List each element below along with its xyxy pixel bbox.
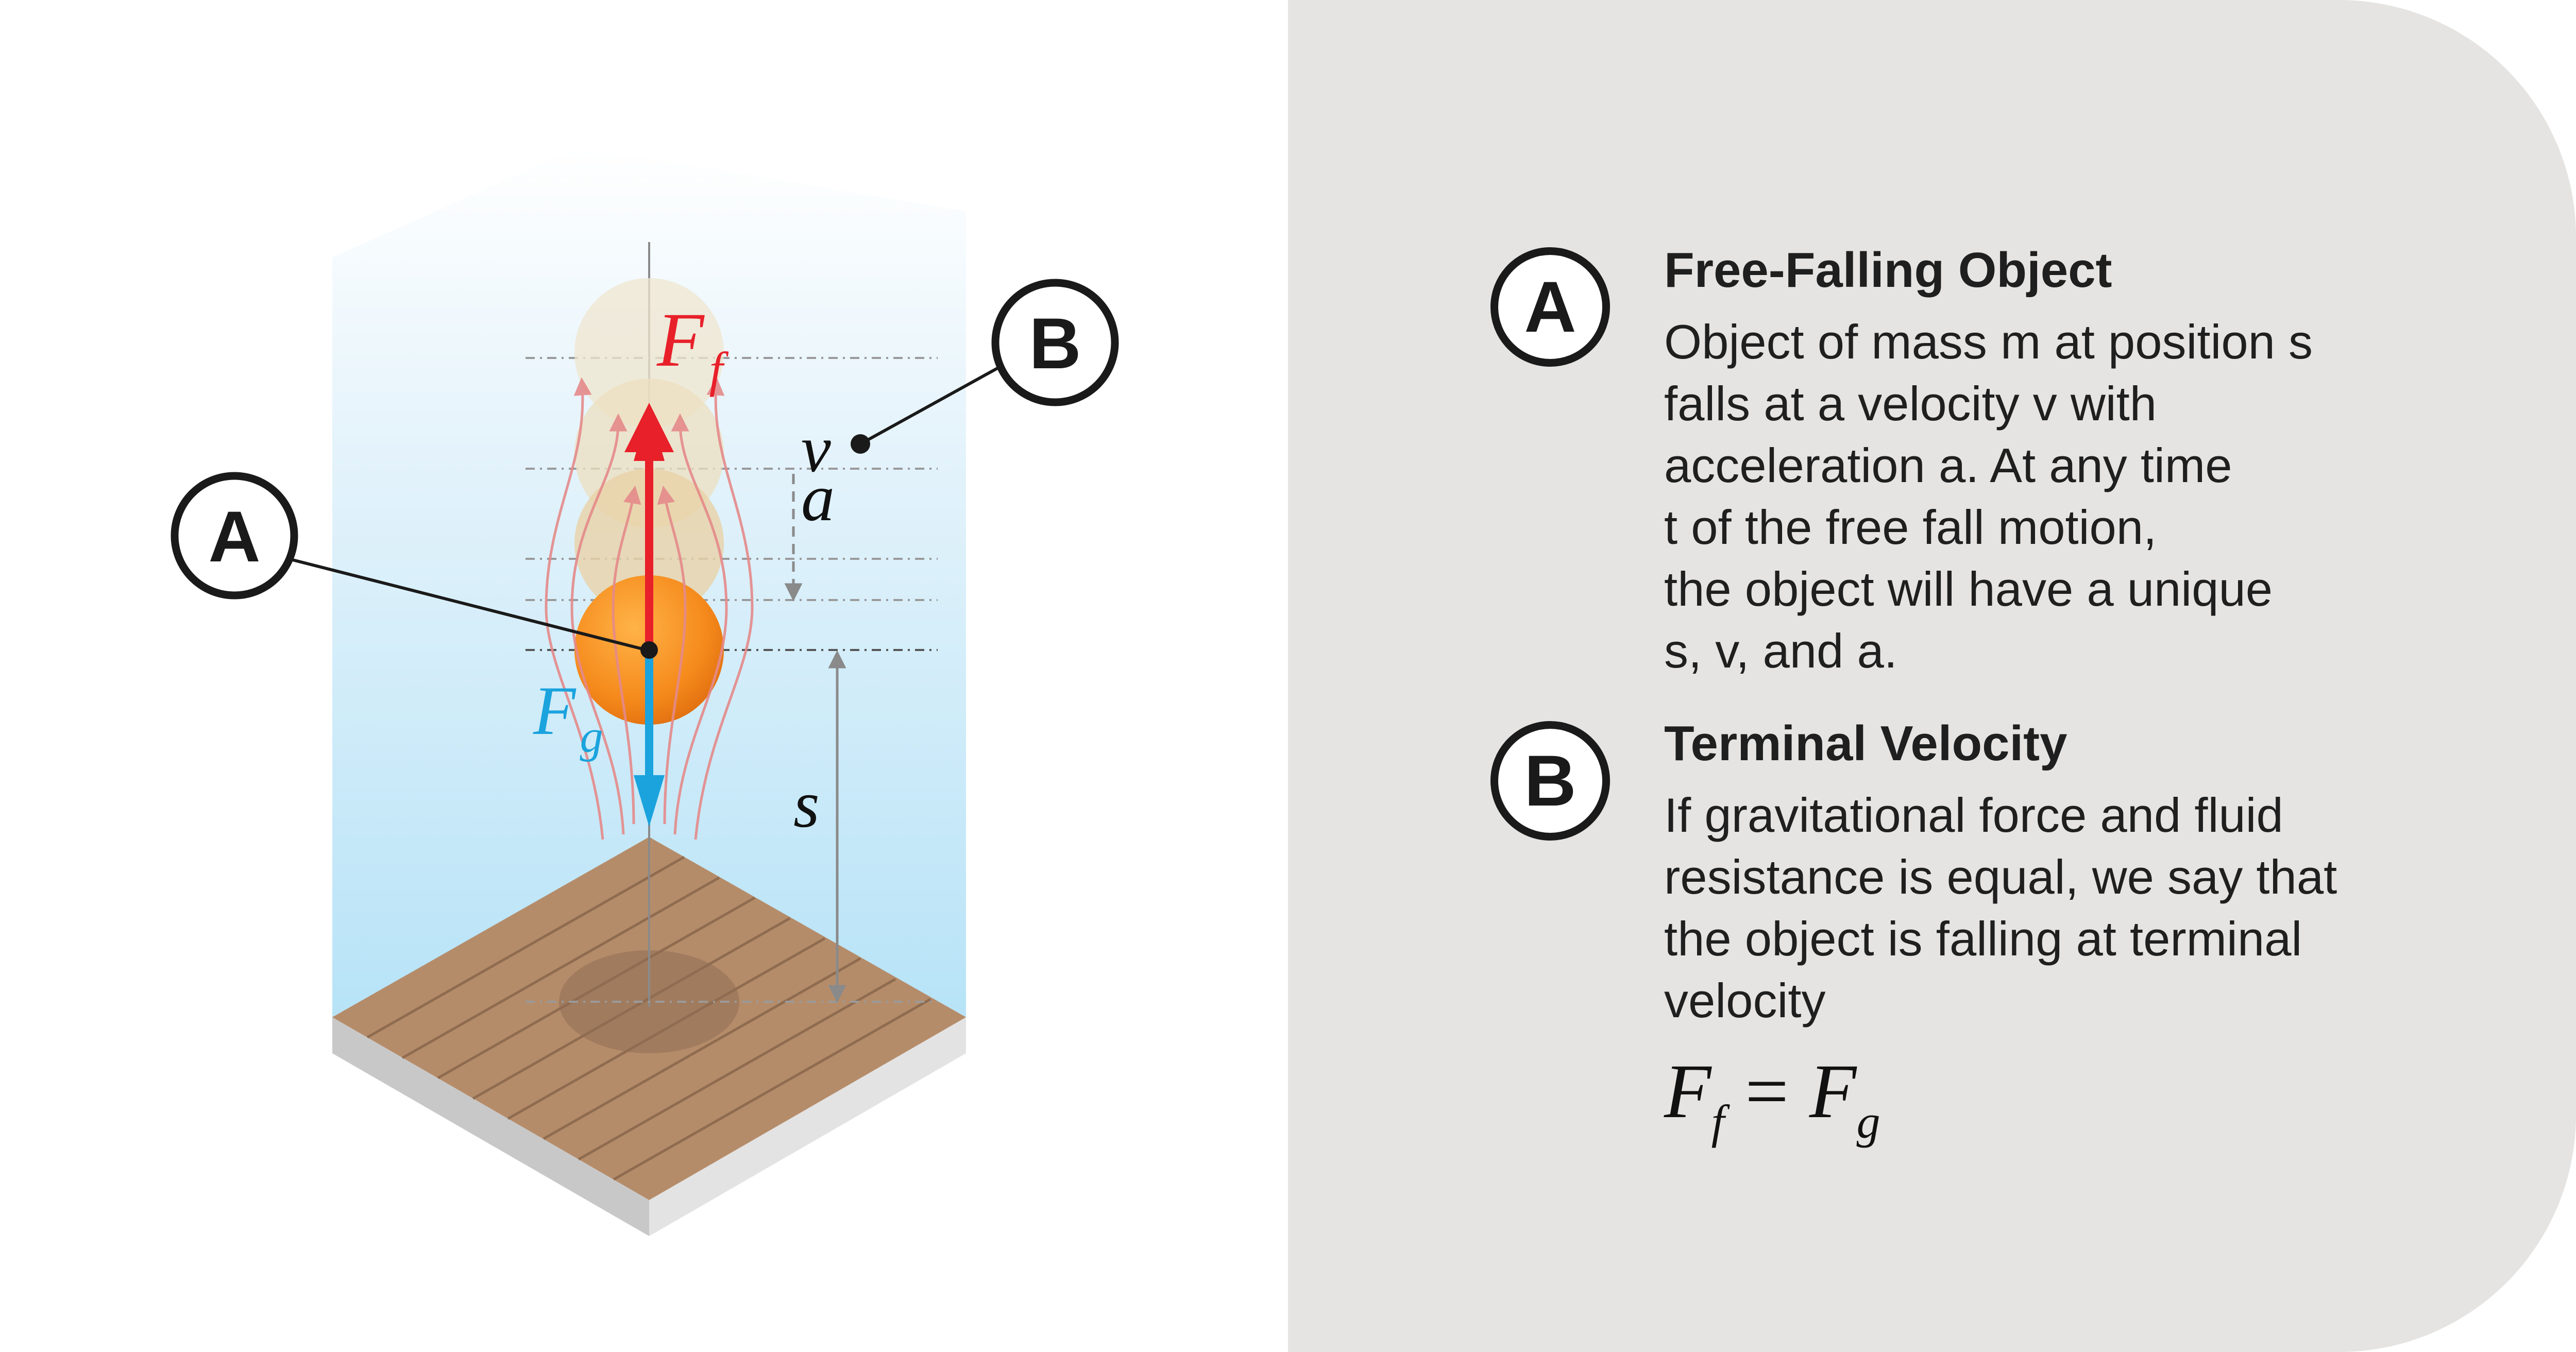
callout-b-badge <box>991 279 1119 406</box>
legend-item-b-letter: B <box>1524 740 1577 821</box>
air-streamlines <box>545 377 754 840</box>
legend-item-b-body: If gravitational force and fluid resista… <box>1664 788 2337 1028</box>
callout-a-letter: A <box>208 496 260 577</box>
legend-item-b-badge: B <box>1490 721 1610 841</box>
legend-item-b: Terminal Velocity If gravitational force… <box>1664 713 2337 1149</box>
callout-b-leader <box>859 364 1003 446</box>
floor-base-right <box>649 1017 966 1236</box>
friction-arrowhead <box>634 407 665 461</box>
legend-item-a: Free-Falling Object Object of mass m at … <box>1664 240 2313 682</box>
legend-item-b-title: Terminal Velocity <box>1664 716 2067 771</box>
legend-item-a-badge: A <box>1490 247 1610 367</box>
terminal-velocity-equation: Ff=Fg <box>1664 1049 1880 1148</box>
legend-item-a-title: Free-Falling Object <box>1664 243 2112 298</box>
legend-panel <box>1288 0 2576 1352</box>
callout-a-badge <box>171 472 298 600</box>
callout-a-leader <box>288 557 647 652</box>
gravity-force-label: Fg <box>533 673 603 762</box>
gravity-arrowhead <box>634 775 665 827</box>
velocity-label: v <box>801 412 831 486</box>
floor-base-left <box>332 1017 649 1236</box>
ball-center-dot <box>640 641 658 659</box>
floor-planks <box>366 855 931 1181</box>
callout-b-letter: B <box>1029 303 1081 384</box>
position-label: s <box>793 767 820 842</box>
legend-item-a-letter: A <box>1524 266 1577 347</box>
callout-b-anchor-dot <box>851 434 870 454</box>
legend-item-a-body: Object of mass m at position s falls at … <box>1664 315 2313 678</box>
acceleration-label: a <box>801 461 835 535</box>
